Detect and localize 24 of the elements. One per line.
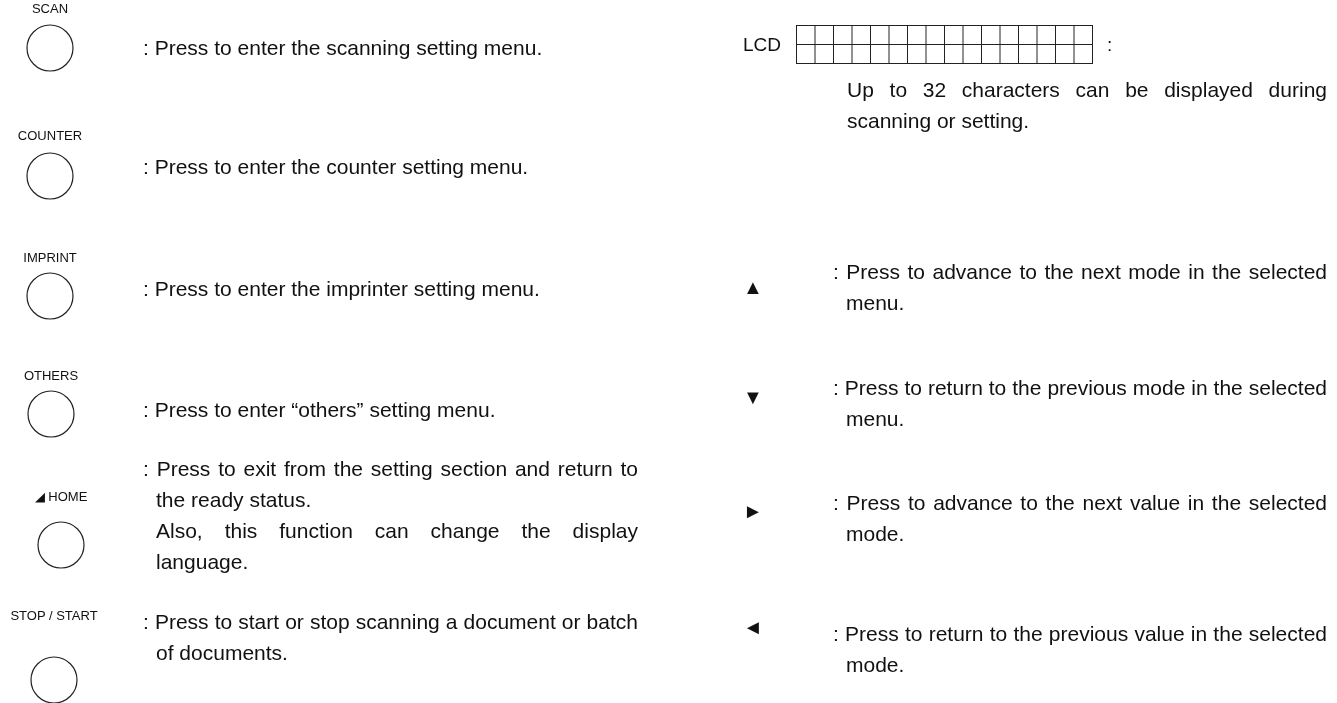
button-label: ◢ HOME [33, 489, 89, 504]
button-description: : Press to exit from the setting section and return to the ready status. [143, 456, 638, 513]
button-label: COUNTER [16, 128, 84, 143]
display-label: LCD [743, 34, 781, 56]
button-description: : Press to start or stop scanning a document or batch of documents. [143, 609, 638, 666]
button-description: : Press to enter the scanning setting menu. [143, 35, 544, 61]
button-label: IMPRINT [22, 250, 78, 265]
display-colon: : [1107, 34, 1113, 56]
key-description: : Press to return to the previous mode in the selected menu. [833, 375, 1327, 432]
key-description: : Press to advance to the next value in the selected mode. [833, 490, 1327, 547]
button-description: : Press to enter the counter setting menu. [143, 154, 530, 180]
arrow-key-symbol: ◄ [743, 616, 763, 638]
key-description: : Press to advance to the next mode in the selected menu. [833, 259, 1327, 316]
button-label: STOP / START [9, 608, 99, 623]
button-label: SCAN [30, 1, 70, 16]
display-description: Up to 32 characters can be displayed during scanning or setting. [847, 77, 1327, 134]
arrow-key-symbol: ▼ [743, 386, 763, 408]
button-label: OTHERS [22, 368, 80, 383]
arrow-key-symbol: ▲ [743, 276, 763, 298]
arrow-key-symbol: ► [743, 500, 763, 522]
button-description: : Press to enter “others” setting menu. [143, 397, 497, 423]
button-description: Also, this function can change the display language. [155, 518, 638, 575]
button-description: : Press to enter the imprinter setting menu. [143, 276, 541, 302]
key-description: : Press to return to the previous value in the selected mode. [833, 621, 1327, 678]
